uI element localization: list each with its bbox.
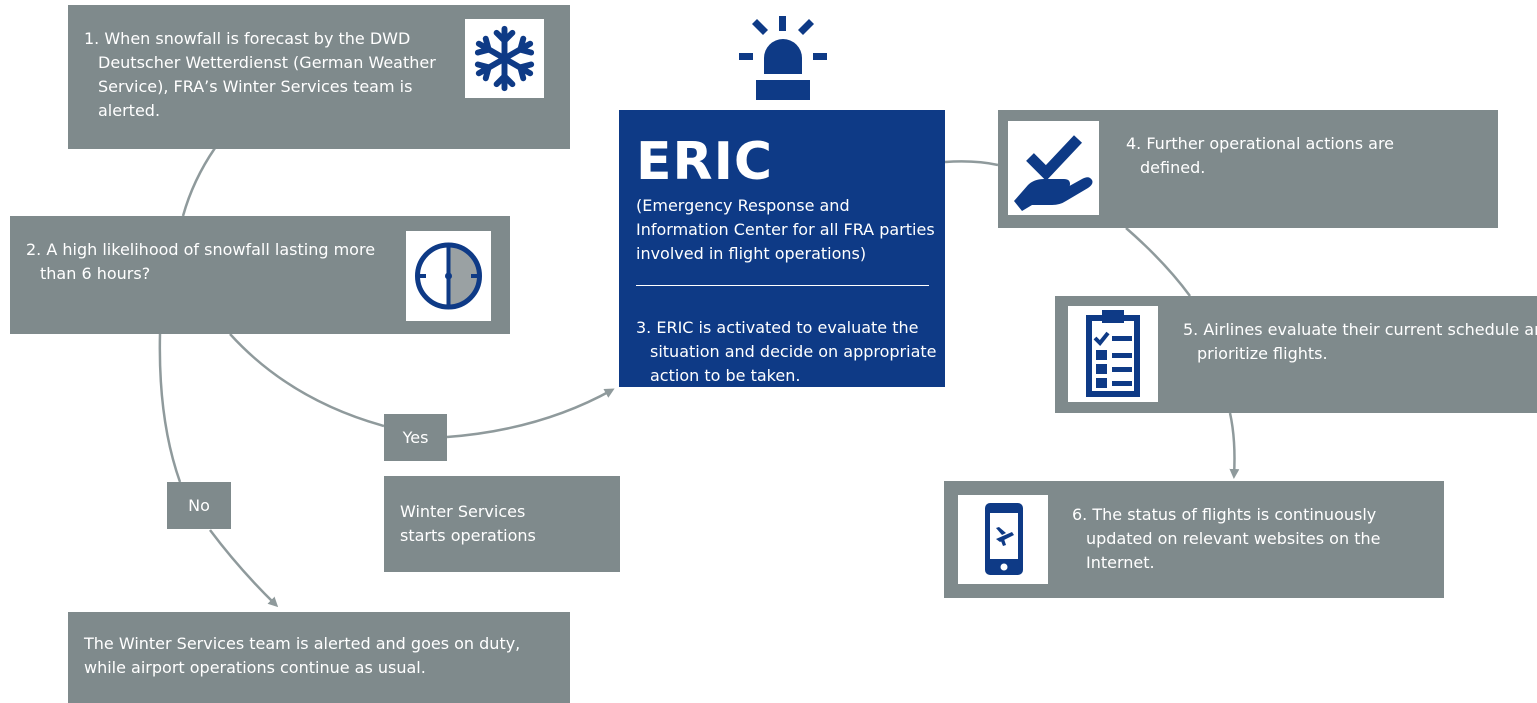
step4-box: 4. Further operational actions are defin… — [998, 110, 1498, 228]
yes-label: Yes — [384, 414, 447, 461]
clipboard-checklist-icon — [1068, 306, 1158, 402]
eric-divider — [636, 285, 929, 286]
step5-box: 5. Airlines evaluate their current sched… — [1055, 296, 1537, 413]
step2-box: 2. A high likelihood of snowfall lasting… — [10, 216, 510, 334]
smartphone-plane-icon — [958, 495, 1048, 584]
alarm-light-icon — [738, 16, 828, 102]
hand-check-icon — [1008, 121, 1099, 215]
step2-text: 2. A high likelihood of snowfall lasting… — [26, 240, 376, 283]
connector-no-to-outcome — [209, 529, 279, 608]
connector-yes-to-eric — [446, 388, 615, 439]
step6-text: 6. The status of flights is continuously… — [1072, 505, 1381, 572]
step1-box: 1. When snowfall is forecast by the DWD … — [68, 5, 570, 149]
eric-step-text: 3. ERIC is activated to evaluate the sit… — [636, 318, 937, 385]
eric-title: ERIC — [636, 132, 774, 192]
step5-text: 5. Airlines evaluate their current sched… — [1183, 320, 1537, 363]
step1-text: 1. When snowfall is forecast by the DWD … — [84, 29, 436, 120]
connector-1-to-2 — [181, 147, 217, 217]
snowflake-icon — [465, 19, 544, 98]
connector-5-to-6 — [1228, 412, 1240, 479]
no-outcome-text: The Winter Services team is alerted and … — [84, 634, 521, 677]
no-outcome-box: The Winter Services team is alerted and … — [68, 612, 570, 703]
connector-2-to-yes — [229, 333, 385, 428]
winter-services-box: Winter Services starts operations — [384, 476, 620, 572]
step6-box: 6. The status of flights is continuously… — [944, 481, 1444, 598]
connector-eric-to-4 — [944, 160, 999, 167]
eric-subtitle: (Emergency Response and Information Cent… — [636, 196, 935, 263]
step4-text: 4. Further operational actions are defin… — [1126, 134, 1395, 177]
connector-4-to-5 — [1125, 227, 1192, 297]
clock-icon — [406, 231, 491, 321]
connector-2-to-no — [158, 333, 182, 483]
no-label: No — [167, 482, 231, 529]
eric-box: ERIC (Emergency Response and Information… — [619, 110, 945, 387]
winter-services-text: Winter Services starts operations — [400, 502, 536, 545]
